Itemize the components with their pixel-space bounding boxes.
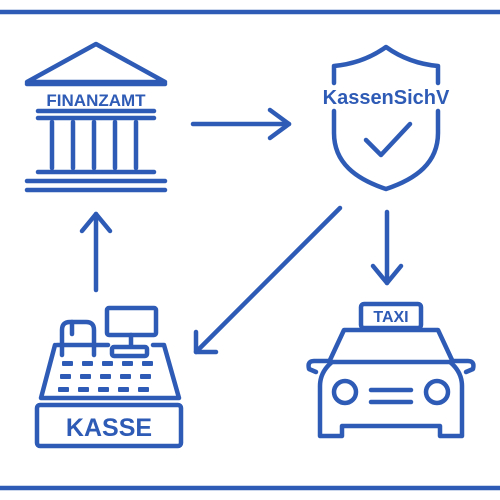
shield-check-icon — [331, 44, 441, 192]
node-taxi: TAXI — [306, 301, 476, 439]
taxi-car-icon — [306, 301, 476, 439]
node-finanzamt: FINANZAMT — [24, 41, 168, 193]
kassensichv-label: KassenSichV — [323, 87, 450, 109]
node-kasse: KASSE — [34, 305, 184, 449]
finanzamt-label: FINANZAMT — [46, 91, 146, 110]
edge-finanzamt-to-kassensichv — [190, 107, 292, 141]
register-keypad — [58, 361, 153, 392]
edge-kassensichv-to-taxi — [370, 209, 404, 286]
node-kassensichv: KassenSichV — [323, 44, 450, 192]
bank-building-icon — [24, 41, 168, 193]
edge-kasse-to-finanzamt — [79, 211, 113, 293]
cash-register-icon — [34, 305, 184, 449]
kasse-label: KASSE — [66, 414, 152, 442]
edge-kassensichv-to-kasse — [193, 205, 343, 355]
taxi-label: TAXI — [373, 309, 408, 326]
